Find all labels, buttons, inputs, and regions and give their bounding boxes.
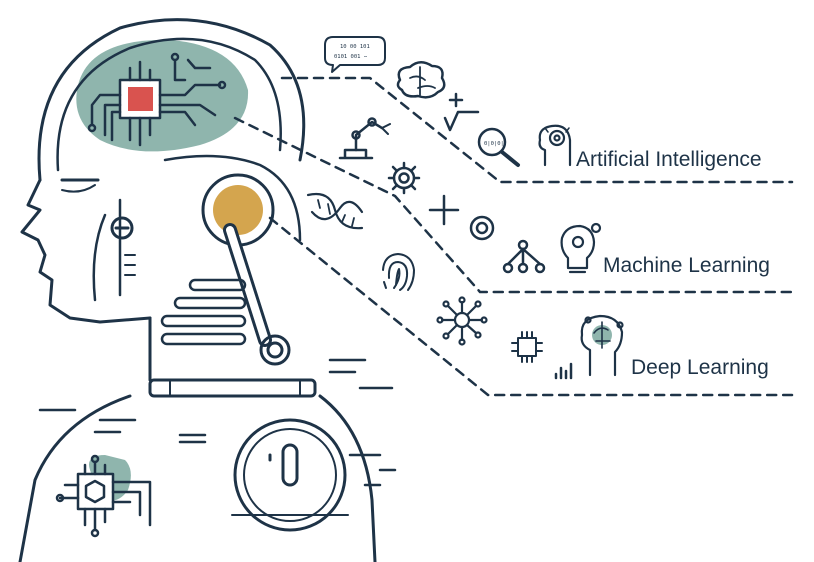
- speech-line-1: 10 00 101: [340, 44, 370, 50]
- fingerprint-icon: [382, 253, 415, 291]
- robot-arm-icon: [338, 117, 391, 160]
- neural-network-icon: [436, 296, 488, 346]
- target-icon: [469, 215, 495, 241]
- neck-vents: [160, 278, 247, 346]
- brain-chip: [87, 52, 227, 147]
- arm-joint: [201, 173, 291, 366]
- connector-dl: [268, 216, 794, 397]
- ai-head-icon: [538, 124, 572, 167]
- speech-line-2: 0101 001 ⋯: [334, 54, 368, 60]
- magnifier-icon: [477, 127, 520, 167]
- robot-body: [18, 358, 397, 562]
- dna-icon: [306, 192, 364, 230]
- gear-icon: [387, 161, 421, 195]
- chip-icon: [511, 331, 543, 363]
- speech-bubble-icon: [324, 36, 386, 73]
- brain-head-icon: [580, 314, 624, 377]
- network-tree-icon: [502, 239, 546, 274]
- plus-icon: [428, 194, 460, 226]
- face-profile: [20, 178, 152, 324]
- label-deep-learning: Deep Learning: [631, 356, 769, 379]
- lightbulb-gear-icon: [560, 222, 602, 274]
- label-artificial-intelligence: Artificial Intelligence: [576, 148, 762, 171]
- connector-ml: [233, 116, 794, 294]
- label-machine-learning: Machine Learning: [603, 254, 770, 277]
- connector-ai: [280, 76, 794, 184]
- bar-chart-icon: [554, 362, 573, 380]
- brain-icon: [396, 61, 446, 99]
- magnifier-binary: 0|0|0|: [484, 141, 504, 147]
- chest-chip: [55, 454, 152, 538]
- connector-lines: [233, 76, 794, 397]
- math-symbols-icon: [443, 92, 480, 132]
